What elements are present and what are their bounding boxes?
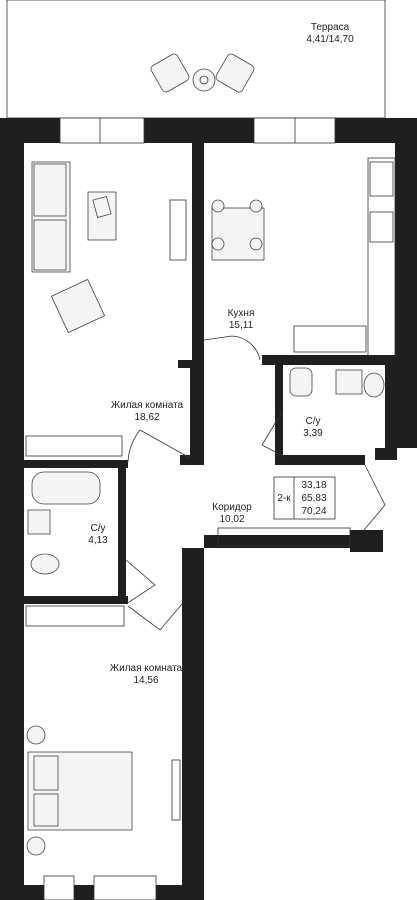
terrace-name: Терраса: [311, 22, 350, 33]
bath-left-name: С/у: [91, 523, 106, 534]
living1-furniture: [25, 161, 187, 457]
bath-left-area: 4,13: [88, 535, 108, 546]
bath-right-name: С/у: [306, 416, 321, 427]
living2-area: 14,56: [133, 675, 158, 686]
corridor-area: 10,02: [219, 514, 244, 525]
terrace-area: 4,41/14,70: [306, 34, 354, 45]
total-area: 65,83: [301, 493, 326, 504]
living2-furniture: [26, 725, 181, 856]
doors: [125, 335, 386, 631]
terrace: Терраса 4,41/14,70: [6, 0, 386, 119]
corridor-details: [25, 527, 351, 627]
kitchen-name: Кухня: [228, 308, 255, 319]
kitchen-area: 15,11: [229, 320, 254, 331]
interior-walls: [24, 143, 397, 604]
bathroom-fixtures: [27, 367, 385, 575]
apartment-type: 2-к: [277, 493, 291, 504]
living-area: 33,18: [301, 480, 326, 491]
room-labels: Жилая комната 18,62 Кухня 15,11 С/у 3,39…: [88, 308, 323, 686]
windows: [43, 117, 336, 900]
corridor-name: Коридор: [212, 502, 252, 513]
kitchen-furniture: [211, 157, 396, 357]
bath-right-area: 3,39: [303, 428, 323, 439]
living1-name: Жилая комната: [111, 400, 184, 411]
area-summary: 2-к 33,18 65,83 70,24: [273, 476, 336, 520]
total-with-terrace: 70,24: [301, 506, 326, 517]
terrace-table-icon: [150, 53, 255, 93]
living1-area: 18,62: [134, 412, 159, 423]
living2-name: Жилая комната: [110, 663, 183, 674]
